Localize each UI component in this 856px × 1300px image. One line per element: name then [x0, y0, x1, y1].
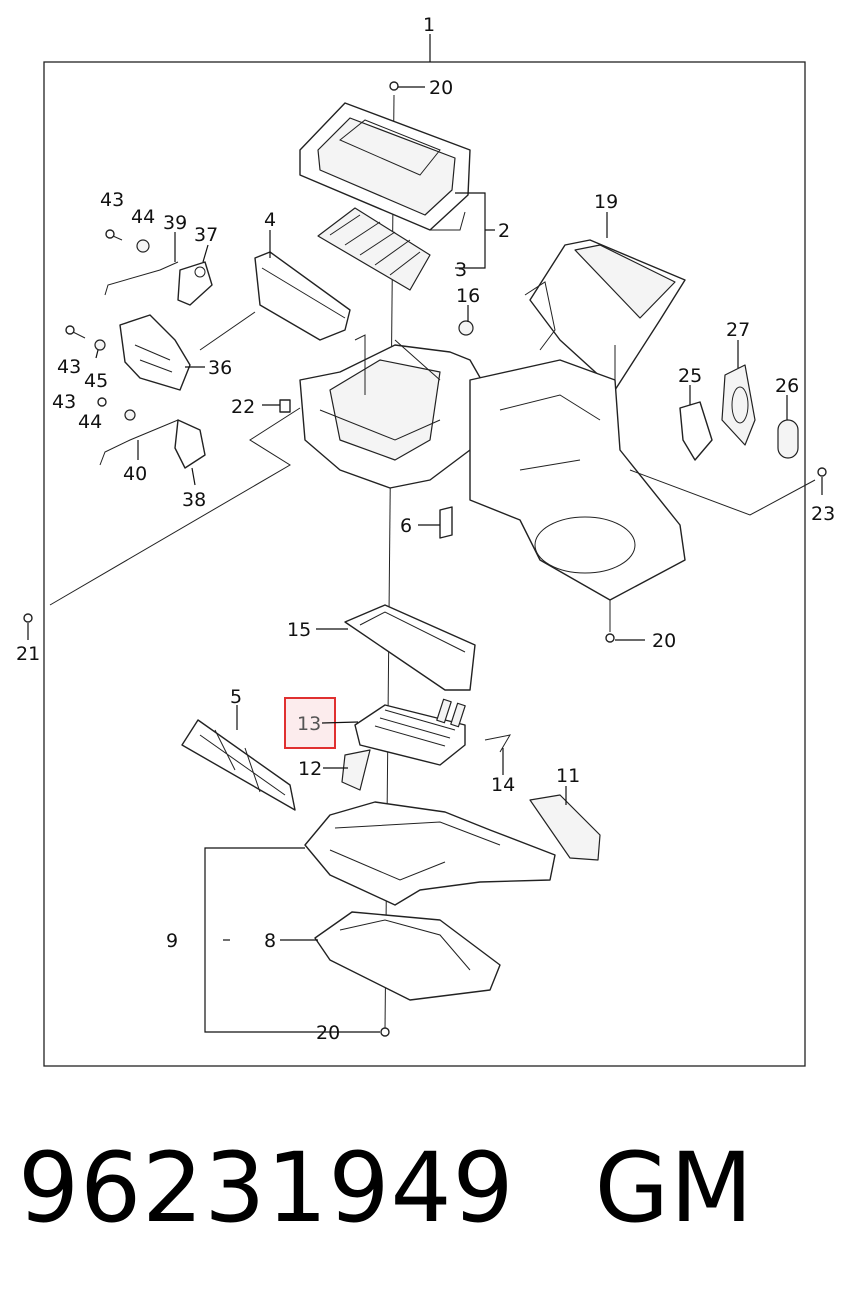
part-27-gasket — [721, 364, 756, 446]
callout-44-b: 44 — [78, 411, 102, 433]
main-case-right — [469, 359, 686, 601]
assembly-guide-a — [49, 311, 301, 606]
callout-40: 40 — [123, 463, 147, 485]
callout-27: 27 — [726, 319, 750, 341]
main-heater-housing — [299, 334, 491, 489]
part-45 — [94, 339, 106, 351]
callout-39: 39 — [163, 212, 187, 234]
callout-19: 19 — [594, 191, 618, 213]
callout-9-bracket — [204, 847, 345, 1033]
fastener-43-b — [65, 325, 86, 339]
fastener-43-c — [97, 397, 107, 407]
callout-13-leader — [321, 721, 359, 724]
fastener-20-mid — [605, 633, 615, 643]
part-44-b — [124, 409, 136, 421]
callout-22: 22 — [231, 396, 255, 418]
part-4-door — [254, 251, 351, 341]
callout-13: 13 — [297, 713, 321, 735]
callout-15: 15 — [287, 619, 311, 641]
callout-labels: 1 20 2 3 4 16 19 27 25 26 23 43 44 39 37… — [16, 14, 835, 1044]
part-13-heater-core — [354, 698, 466, 766]
part-6-clip — [439, 506, 453, 539]
callout-3: 3 — [455, 259, 467, 281]
fastener-23 — [817, 467, 827, 477]
part-38-lever — [174, 419, 206, 469]
callout-20-bottom: 20 — [316, 1022, 340, 1044]
callout-38: 38 — [182, 489, 206, 511]
callout-23: 23 — [811, 503, 835, 525]
part-number: 96231949 — [18, 1132, 515, 1244]
callout-21: 21 — [16, 643, 40, 665]
part-number-footer: 96231949 GM — [18, 1132, 754, 1244]
fastener-20-bottom — [380, 1027, 390, 1037]
assembly-guide-b — [629, 469, 816, 516]
part-36-bracket — [119, 314, 191, 391]
part-5-door — [181, 719, 296, 811]
callout-43-a: 43 — [100, 189, 124, 211]
callout-20-top: 20 — [429, 77, 453, 99]
leader-lines — [27, 86, 823, 1033]
part-14-clip — [484, 734, 511, 753]
part-11-plate — [529, 794, 601, 861]
callout-1: 1 — [423, 14, 435, 36]
part-39-rod — [104, 261, 179, 296]
callout-20-mid: 20 — [652, 630, 676, 652]
callout-6: 6 — [400, 515, 412, 537]
callout-8: 8 — [264, 930, 276, 952]
callout-4: 4 — [264, 209, 276, 231]
callout-14: 14 — [491, 774, 515, 796]
callout-2-3-bracket — [455, 192, 495, 269]
fastener-21 — [23, 613, 33, 623]
callout-43-b: 43 — [57, 356, 81, 378]
callout-43-c: 43 — [52, 391, 76, 413]
part-25-bracket — [679, 401, 713, 461]
part-8-bottom-case — [314, 911, 501, 1001]
callout-9: 9 — [166, 930, 178, 952]
callout-36: 36 — [208, 357, 232, 379]
brand-name: GM — [594, 1132, 754, 1244]
callout-16: 16 — [456, 285, 480, 307]
part-9-lower-housing — [304, 801, 556, 906]
exploded-parts-diagram: 1 20 2 3 4 16 19 27 25 26 23 43 44 39 37… — [16, 14, 835, 1067]
callout-26: 26 — [775, 375, 799, 397]
callout-12: 12 — [298, 758, 322, 780]
callout-44-a: 44 — [131, 206, 155, 228]
part-44-a — [136, 239, 150, 253]
fastener-43-a — [105, 229, 123, 241]
part-22-clip — [279, 399, 291, 413]
callout-5: 5 — [230, 686, 242, 708]
part-3-filter — [317, 207, 431, 291]
callout-37: 37 — [194, 224, 218, 246]
callout-25: 25 — [678, 365, 702, 387]
assembly-frame — [43, 61, 806, 1067]
part-26-grommet — [777, 419, 799, 459]
fastener-20-top — [389, 81, 399, 91]
part-15-tray — [344, 604, 476, 691]
callout-11: 11 — [556, 765, 580, 787]
part-19-blower-housing — [524, 239, 686, 391]
part-37-lever — [177, 261, 213, 306]
part-2-upper-duct — [299, 102, 471, 231]
callout-45: 45 — [84, 370, 108, 392]
part-12-seal — [341, 749, 371, 791]
part-16-nut — [458, 320, 474, 336]
callout-2: 2 — [498, 220, 510, 242]
